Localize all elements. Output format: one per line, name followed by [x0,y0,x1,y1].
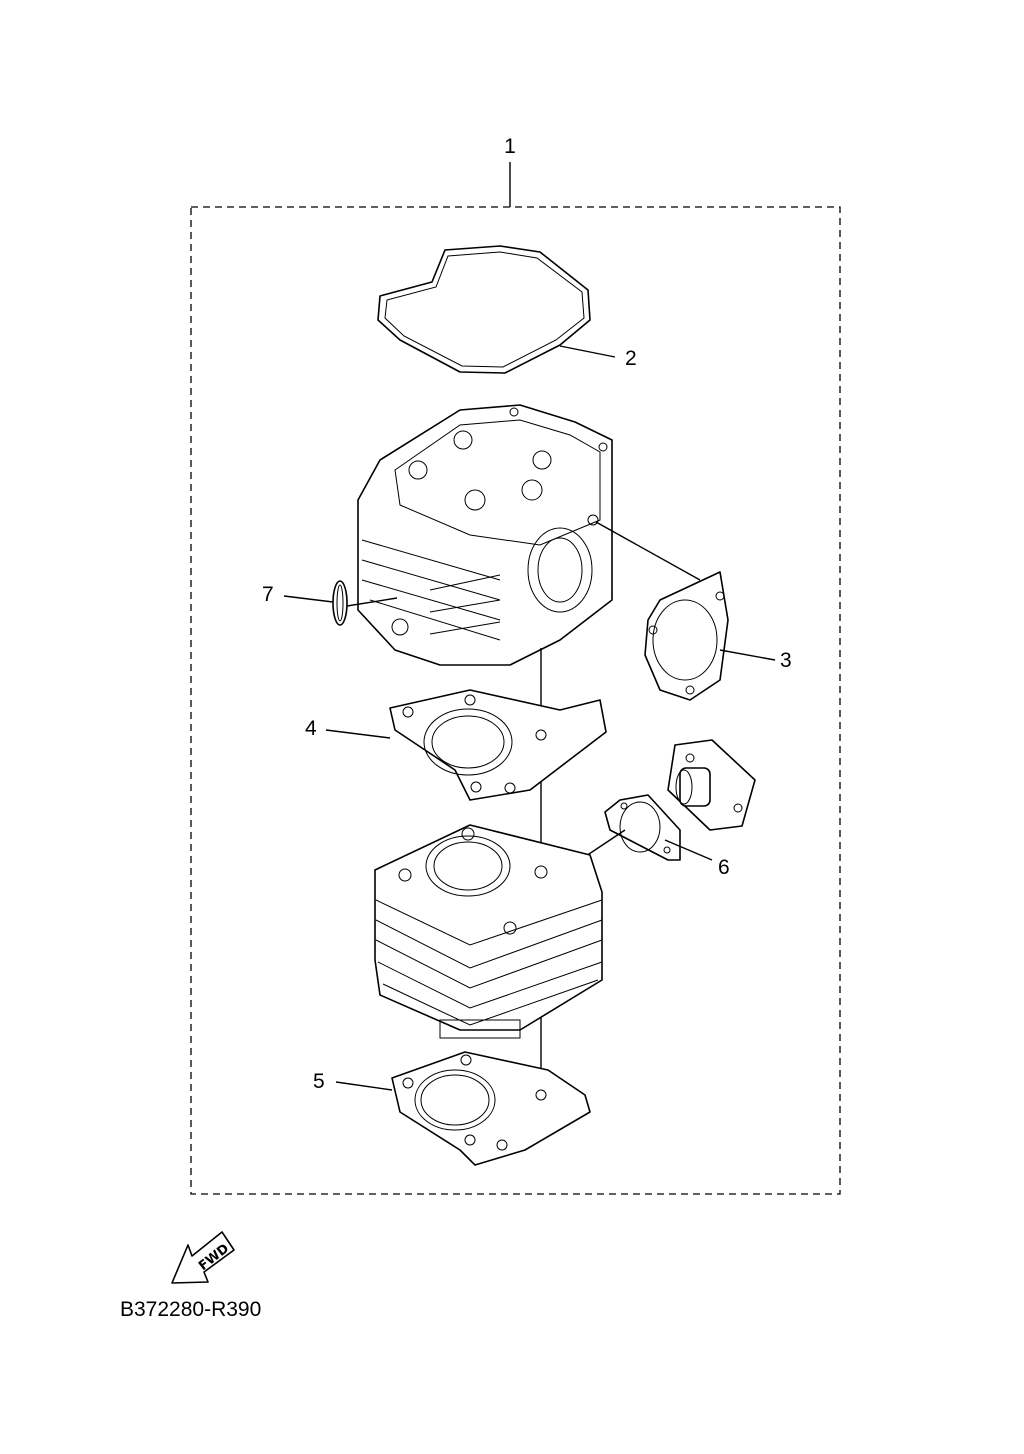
head-cover-gasket [377,245,591,374]
callout-1: 1 [504,135,516,158]
side-gasket-3 [644,571,729,701]
leader-7a [283,595,334,603]
callout-5: 5 [313,1070,325,1093]
cam-chain-tensioner [667,739,756,831]
drawing-code: B372280-R390 [120,1298,261,1321]
leader-4 [325,729,391,739]
kit-outline-dashed [190,206,841,1195]
leader-3 [719,649,776,661]
callout-6: 6 [718,856,730,879]
head-gasket-4 [389,689,607,801]
leader-5 [335,1081,393,1091]
cylinder-head [357,404,613,666]
callout-2: 2 [625,347,637,370]
cylinder-block [374,824,603,1039]
callout-7: 7 [262,583,274,606]
leader-2 [559,345,616,358]
forward-arrow-icon: FWD [171,1231,235,1284]
callout-4: 4 [305,717,317,740]
tensioner-gasket-6 [604,794,681,861]
callout-3: 3 [780,649,792,672]
base-gasket-5 [391,1051,591,1166]
leader-7b [346,597,398,607]
leader-6 [664,839,713,861]
o-ring-7 [332,580,348,626]
leader-3-from-head [595,521,701,581]
